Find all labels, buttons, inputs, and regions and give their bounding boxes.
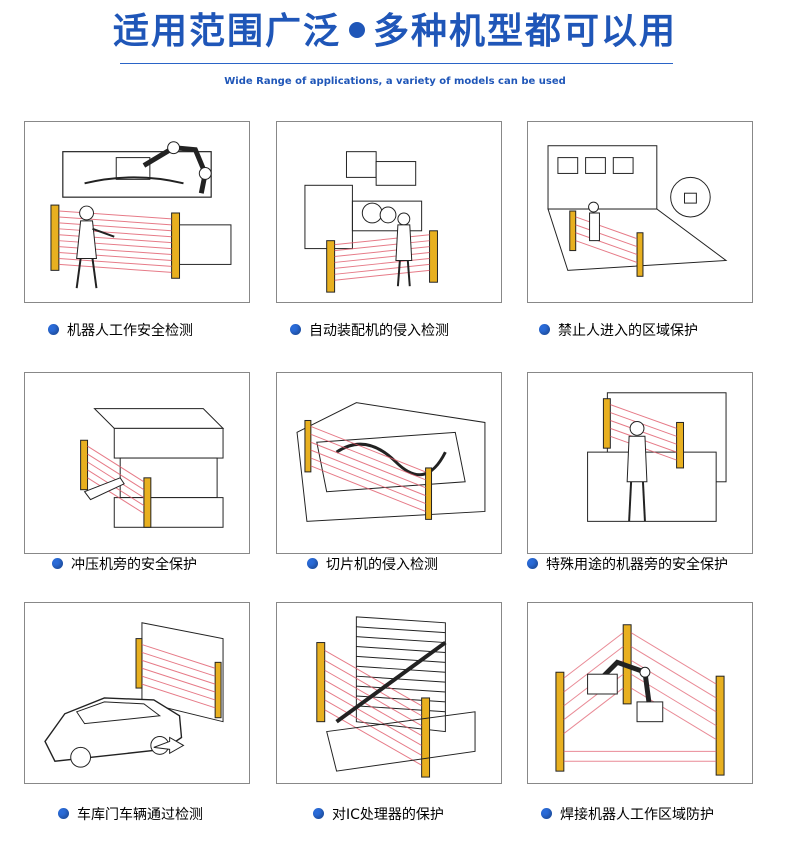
bullet-icon (527, 558, 538, 569)
title-divider (120, 63, 673, 64)
robot-arm-icon (50, 141, 232, 289)
ic-processor-icon (316, 616, 476, 778)
page-subtitle: Wide Range of applications, a variety of… (224, 76, 566, 87)
application-panel (276, 372, 502, 554)
application-panel (24, 372, 250, 554)
application-caption: 冲压机旁的安全保护 (52, 555, 197, 575)
bullet-icon (58, 808, 69, 819)
title-part-2: 多种机型都可以用 (373, 11, 678, 52)
slicer-machine-icon (296, 402, 486, 522)
application-caption: 对IC处理器的保护 (313, 805, 444, 825)
bullet-icon (307, 558, 318, 569)
title-part-1: 适用范围广泛 (112, 11, 341, 52)
application-caption: 车库门车辆通过检测 (58, 805, 203, 825)
garage-door-car-icon (44, 622, 224, 768)
bullet-icon (290, 324, 301, 335)
bullet-icon (52, 558, 63, 569)
assembly-machine-icon (304, 151, 438, 293)
application-panel (24, 121, 250, 303)
page-title: 适用范围广泛多种机型都可以用 (0, 8, 790, 56)
application-caption: 自动装配机的侵入检测 (290, 321, 449, 341)
special-machine-icon (587, 392, 727, 522)
bullet-icon (541, 808, 552, 819)
title-dot-icon (349, 22, 365, 38)
application-panel (24, 602, 250, 784)
application-panel (527, 121, 753, 303)
bullet-icon (539, 324, 550, 335)
bullet-icon (48, 324, 59, 335)
application-panel (276, 602, 502, 784)
application-panel (527, 602, 753, 784)
application-caption: 禁止人进入的区域保护 (539, 321, 698, 341)
press-machine-icon (80, 408, 225, 528)
application-caption: 特殊用途的机器旁的安全保护 (527, 555, 728, 575)
application-caption: 焊接机器人工作区域防护 (541, 805, 714, 825)
application-panel (276, 121, 502, 303)
welding-robot-icon (555, 624, 725, 776)
restricted-area-icon (547, 145, 728, 277)
application-caption: 切片机的侵入检测 (307, 555, 438, 575)
application-caption: 机器人工作安全检测 (48, 321, 193, 341)
application-panel (527, 372, 753, 554)
bullet-icon (313, 808, 324, 819)
